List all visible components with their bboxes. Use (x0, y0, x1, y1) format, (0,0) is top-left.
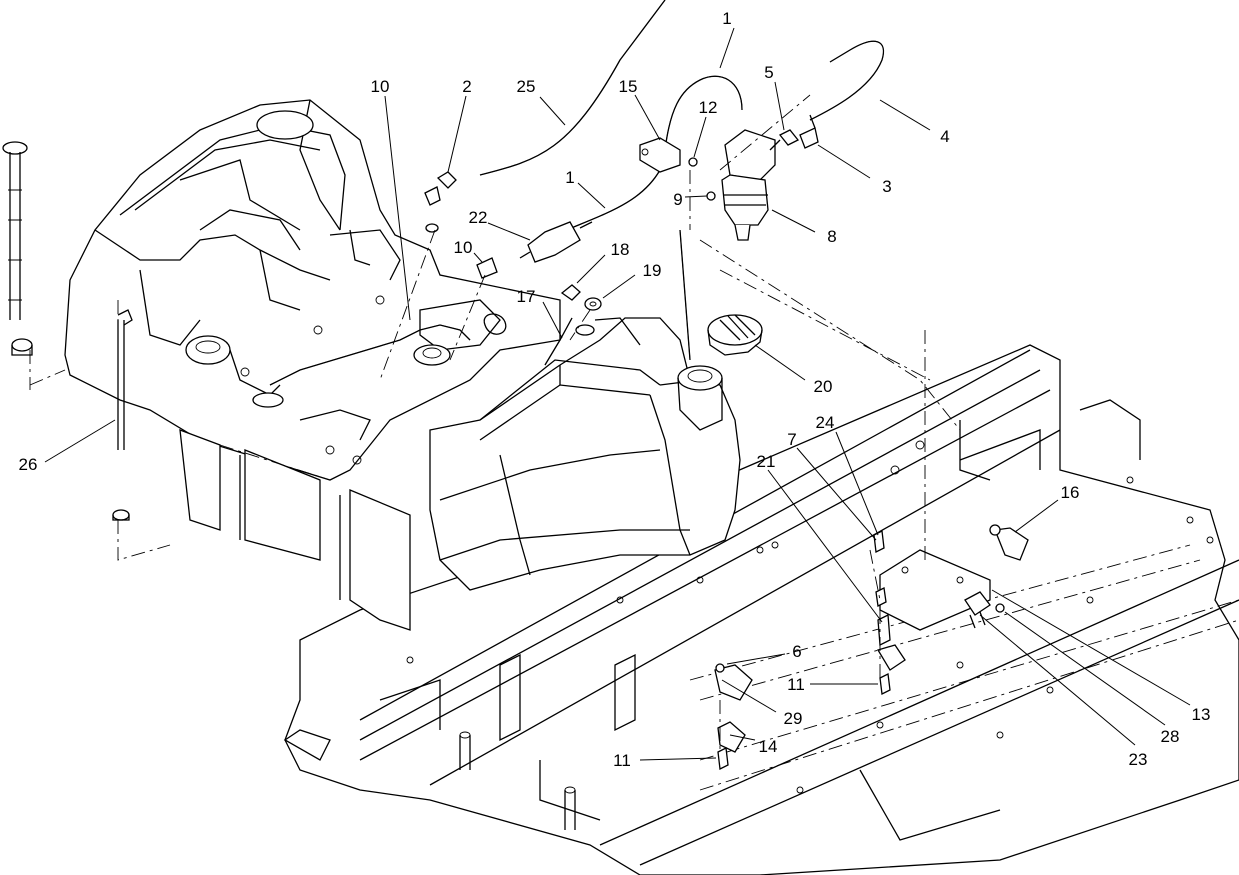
fender-pan (64, 99, 561, 631)
callout-9: 9 (673, 190, 682, 209)
callout-2: 2 (462, 77, 471, 96)
callout-23: 23 (1129, 750, 1148, 769)
callout-6: 6 (792, 642, 801, 661)
callout-1a: 1 (722, 9, 731, 28)
callout-10b: 10 (454, 238, 473, 257)
callout-24: 24 (816, 413, 835, 432)
callout-12: 12 (699, 98, 718, 117)
callout-4: 4 (940, 127, 949, 146)
callout-22: 22 (469, 208, 488, 227)
fuel-tank (429, 317, 741, 591)
callout-25: 25 (517, 77, 536, 96)
callout-1b: 1 (565, 168, 574, 187)
callout-20: 20 (814, 377, 833, 396)
callout-21: 21 (757, 452, 776, 471)
callout-8: 8 (827, 227, 836, 246)
callout-18: 18 (611, 240, 630, 259)
callout-13: 13 (1192, 705, 1211, 724)
callout-3: 3 (882, 177, 891, 196)
callouts: 1 1 2 3 4 5 6 7 8 9 10 10 11 11 12 13 14 (19, 9, 1211, 770)
callout-15: 15 (619, 77, 638, 96)
callout-11a: 11 (787, 675, 805, 694)
callout-14: 14 (759, 737, 778, 756)
callout-28: 28 (1161, 727, 1180, 746)
small-parts (29, 94, 1029, 770)
callout-16: 16 (1061, 483, 1080, 502)
callout-17: 17 (517, 287, 536, 306)
callout-7: 7 (787, 430, 796, 449)
callout-19: 19 (643, 261, 662, 280)
chassis-frame (283, 344, 1239, 875)
callout-11b: 11 (613, 751, 631, 770)
callout-10a: 10 (371, 77, 390, 96)
callout-29: 29 (784, 709, 803, 728)
callout-5: 5 (764, 63, 773, 82)
callout-26: 26 (19, 455, 38, 474)
